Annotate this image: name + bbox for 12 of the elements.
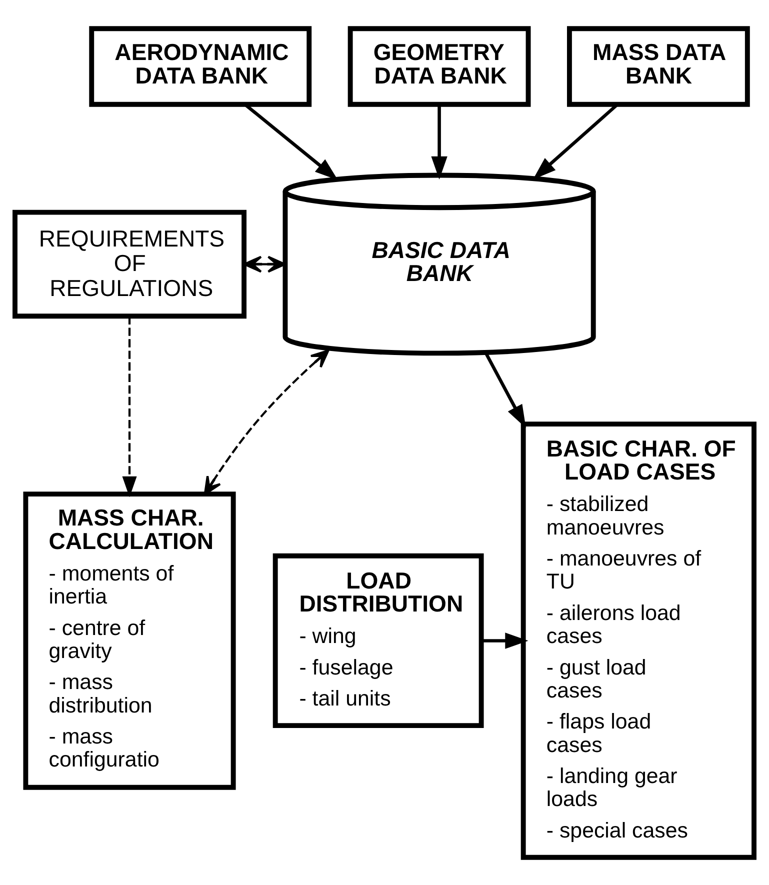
arrow [204,349,330,495]
node-box: MASS DATA BANK [566,26,750,106]
arrow [431,104,448,179]
node-box: AERODYNAMIC DATA BANK [89,26,312,106]
node-box: REQUIREMENTS OF REGULATIONS [12,209,246,318]
node-box: BASIC CHAR. OF LOAD CASES - stabilized manoeuvres - manoeuvres of TU - ailerons load cases - gust load cases - flaps load cases - landing gear loads - special cases [520,421,756,860]
arrow [484,352,526,428]
arrow [482,632,528,648]
arrow [122,316,137,497]
node-box: GEOMETRY DATA BANK [348,26,531,106]
node-box: MASS CHAR. CALCULATION - moments of inertia - centre of gravity - mass distribution - mass configuratio [23,491,236,790]
node-box: LOAD DISTRIBUTION - wing - fuselage - tail units [272,552,484,728]
